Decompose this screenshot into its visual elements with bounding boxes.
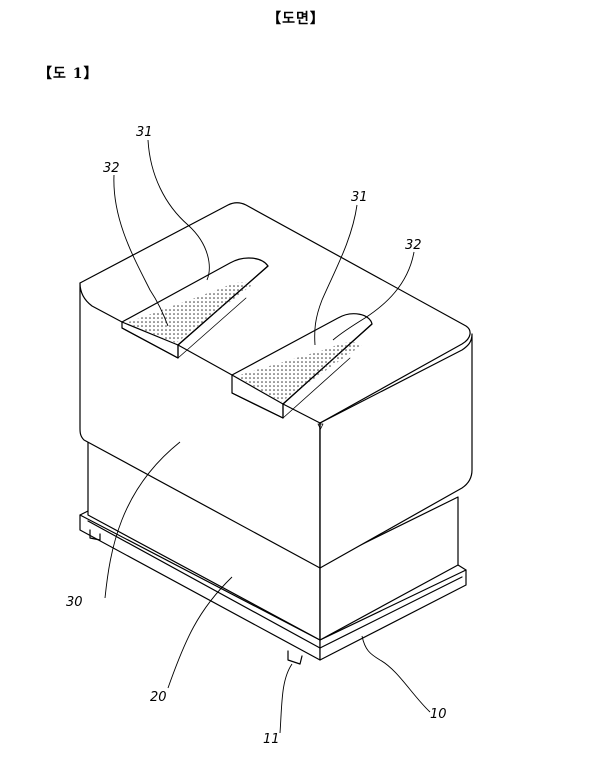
- ref-31-right: 31: [351, 190, 368, 205]
- reference-numerals: 31 32 31 32 30 20 10 11: [66, 125, 447, 747]
- ref-11: 11: [263, 732, 280, 747]
- grip-pads: [126, 282, 362, 402]
- ref-32-right: 32: [405, 238, 422, 253]
- leader-lines: [104, 139, 431, 734]
- ref-32-left: 32: [103, 161, 120, 176]
- base-foot: [89, 529, 303, 665]
- figure-label: 【도 1】: [38, 66, 99, 82]
- page-title: 【도면】: [267, 11, 325, 27]
- ref-20: 20: [150, 690, 167, 705]
- ref-31-left: 31: [136, 125, 153, 140]
- ref-10: 10: [430, 707, 447, 722]
- base-plate: [79, 509, 467, 661]
- middle-housing: [87, 436, 459, 641]
- ref-30: 30: [66, 595, 83, 610]
- grip-pad-left: [126, 282, 252, 343]
- grip-pad-right: [236, 342, 362, 402]
